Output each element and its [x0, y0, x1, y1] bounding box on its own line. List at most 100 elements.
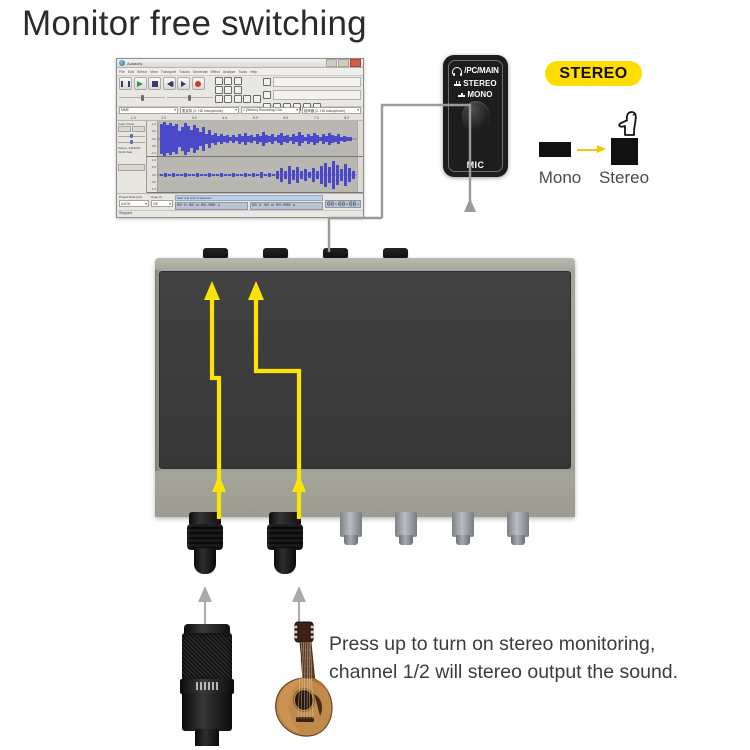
audio-interface-device[interactable] — [155, 258, 575, 517]
record-meter[interactable] — [272, 77, 361, 87]
callout-mono-row[interactable]: MONO — [449, 90, 502, 99]
waveform-channel-left[interactable]: 1.0 0.5 0.0 -0.5 -1.0 — [147, 121, 363, 157]
selection-end-time[interactable]: 00 h 00 m 00.000 s — [249, 202, 323, 210]
audacity-device-toolbar[interactable]: MME▾ 麦克风 (2- HD microphone)▾ 2 (Stereo) … — [117, 106, 363, 114]
paste-icon[interactable] — [233, 95, 242, 103]
play-button[interactable] — [133, 77, 147, 90]
track-select-button[interactable] — [118, 164, 145, 171]
callout-header-row: /PC/MAIN — [449, 66, 502, 76]
ruler-tick-1: 1.0 — [130, 116, 136, 120]
timecode-minutes: 00 — [337, 200, 346, 208]
close-button[interactable] — [350, 59, 361, 67]
window-controls[interactable] — [326, 59, 361, 67]
mono-level-indicator — [539, 142, 571, 157]
waveform-area[interactable]: 1.0 0.5 0.0 -0.5 -1.0 — [147, 121, 363, 193]
track-area[interactable]: Audio Track Stereo, 44100Hz 32-bit float… — [117, 121, 363, 193]
draw-tool-icon[interactable] — [233, 77, 242, 85]
menu-item-generate[interactable]: Generate — [192, 69, 208, 74]
scale-r4: -0.5 — [150, 179, 156, 184]
menu-item-help[interactable]: Help — [249, 69, 258, 74]
gray-jack-1[interactable] — [340, 512, 362, 545]
pause-button[interactable] — [119, 77, 132, 90]
monitor-switch-callout[interactable]: /PC/MAIN STEREO MONO MIC — [443, 55, 508, 177]
audacity-menu-bar[interactable]: File Edit Select View Transport Tracks G… — [117, 68, 363, 76]
menu-item-tracks[interactable]: Tracks — [178, 69, 190, 74]
menu-item-view[interactable]: View — [150, 69, 158, 74]
menu-item-tools[interactable]: Tools — [238, 69, 247, 74]
skip-to-start-button[interactable] — [162, 77, 176, 90]
skip-to-end-button[interactable] — [177, 77, 190, 90]
gray-jack-4[interactable] — [507, 512, 529, 545]
track-gain-slider[interactable] — [118, 134, 145, 138]
waveform-vscroll-right[interactable] — [357, 157, 363, 192]
maximize-button[interactable] — [338, 59, 349, 67]
audacity-status-bar: Stopped. — [117, 210, 363, 217]
cut-icon[interactable] — [214, 95, 223, 103]
menu-item-effect[interactable]: Effect — [210, 69, 220, 74]
menu-item-select[interactable]: Select — [137, 69, 147, 74]
selection-start-time[interactable]: 00 h 00 m 00.000 s — [175, 202, 248, 210]
audio-position-group[interactable]: 00 h 00 m 00 s — [324, 195, 361, 208]
gray-jack-2[interactable] — [395, 512, 417, 545]
menu-item-edit[interactable]: Edit — [127, 69, 134, 74]
scale-r3: 0.0 — [151, 172, 156, 177]
top-knob-1[interactable] — [203, 248, 228, 259]
selection-tool-icon[interactable] — [214, 77, 223, 85]
play-meter[interactable] — [272, 90, 361, 100]
snap-to-group[interactable]: Snap-To Off▾ — [151, 195, 173, 207]
output-volume-slider[interactable] — [166, 93, 213, 102]
project-rate-select[interactable]: 44100▾ — [119, 200, 149, 207]
audio-position-time[interactable]: 00 h 00 m 00 s — [324, 200, 361, 208]
gray-jack-3[interactable] — [452, 512, 474, 545]
top-knob-2[interactable] — [263, 248, 288, 259]
project-rate-group[interactable]: Project Rate (Hz) 44100▾ — [119, 195, 149, 207]
callout-stereo-row[interactable]: STEREO — [449, 79, 502, 88]
record-button[interactable] — [191, 77, 205, 90]
undo-icon[interactable] — [243, 95, 251, 103]
audacity-selection-bar[interactable]: Project Rate (Hz) 44100▾ Snap-To Off▾ St… — [117, 193, 363, 211]
waveform-channel-right[interactable]: 1.0 0.5 0.0 -0.5 -1.0 — [147, 157, 363, 193]
zoom-tool-icon[interactable] — [214, 86, 223, 94]
device-top-knobs[interactable] — [155, 248, 575, 262]
playback-device-select[interactable]: 扬声器 (2- HD microphone)▾ — [302, 106, 361, 114]
snap-to-select[interactable]: Off▾ — [151, 200, 173, 207]
tools-toolbar[interactable] — [214, 77, 261, 105]
multi-tool-icon[interactable] — [233, 86, 242, 94]
track-format-info-1: Stereo, 44100Hz — [118, 146, 141, 150]
device-front-panel — [159, 271, 571, 469]
timeshift-tool-icon[interactable] — [224, 86, 232, 94]
input-volume-slider[interactable] — [119, 93, 165, 102]
top-knob-3[interactable] — [323, 248, 348, 259]
minimize-button[interactable] — [326, 59, 337, 67]
track-pan-slider[interactable] — [118, 140, 145, 144]
track-control-panel[interactable]: Audio Track Stereo, 44100Hz 32-bit float — [117, 121, 147, 193]
menu-item-analyze[interactable]: Analyze — [222, 69, 236, 74]
xlr-connector-1[interactable] — [187, 512, 223, 584]
audio-host-select[interactable]: MME▾ — [119, 106, 178, 114]
menu-item-transport[interactable]: Transport — [160, 69, 176, 74]
redo-icon[interactable] — [252, 95, 261, 103]
recording-device-select[interactable]: 麦克风 (2- HD microphone)▾ — [180, 106, 239, 114]
copy-icon[interactable] — [224, 95, 232, 103]
solo-button[interactable] — [132, 126, 145, 132]
xlr-connector-2[interactable] — [267, 512, 303, 584]
timeline-ruler[interactable]: 1.0 2.0 3.0 4.0 5.0 6.0 7.0 8.0 — [117, 114, 363, 121]
waveform-vscroll-left[interactable] — [357, 121, 363, 156]
transport-toolbar[interactable] — [119, 77, 213, 105]
pointing-hand-icon — [618, 111, 637, 136]
selection-group[interactable]: Start and End of Selection 00 h 00 m 00.… — [175, 195, 323, 210]
envelope-tool-icon[interactable] — [224, 77, 232, 85]
mic-gain-knob[interactable] — [461, 101, 490, 131]
page-title: Monitor free switching — [22, 4, 367, 43]
menu-item-file[interactable]: File — [119, 69, 125, 74]
device-jacks[interactable] — [155, 512, 575, 592]
mic-top-cap — [184, 624, 230, 635]
audacity-toolbar[interactable] — [117, 76, 363, 111]
audacity-window[interactable]: Audacity File Edit Select View Transport… — [116, 58, 364, 218]
meter-toolbar[interactable] — [262, 77, 361, 111]
scale-r1: 1.0 — [151, 158, 156, 162]
top-knob-4[interactable] — [383, 248, 408, 259]
recording-channels-select[interactable]: 2 (Stereo) Recording Cha▾ — [241, 106, 300, 114]
mute-button[interactable] — [118, 126, 131, 132]
stop-button[interactable] — [148, 77, 161, 90]
